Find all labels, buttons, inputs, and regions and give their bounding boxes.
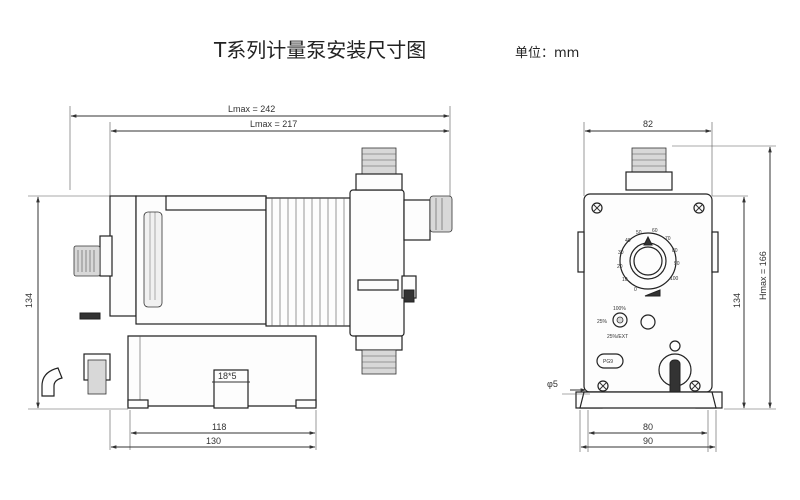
dial-label-10: 10 bbox=[622, 277, 628, 283]
dim-label-height-134-front: 134 bbox=[732, 293, 742, 308]
dim-label-slot: 18*5 bbox=[218, 371, 237, 381]
switch-label-bottom: 25%/EXT bbox=[607, 334, 628, 340]
indicator-light bbox=[640, 314, 656, 330]
screw-icons bbox=[591, 202, 705, 392]
switch-label-left: 25% bbox=[597, 319, 608, 325]
motor-fins bbox=[149, 212, 156, 300]
dial-label-30: 30 bbox=[618, 250, 624, 256]
dial-label-70: 70 bbox=[665, 236, 671, 242]
unit-label: 单位：mm bbox=[515, 46, 579, 61]
stroke-dial: 0 10 20 30 40 50 60 70 80 90 100 bbox=[617, 228, 680, 293]
dial-label-90: 90 bbox=[674, 261, 680, 267]
dial-label-80: 80 bbox=[672, 248, 678, 254]
dim-label-hmax: Hmax = 166 bbox=[758, 251, 768, 300]
cable-gland-label: PG9 bbox=[603, 359, 613, 365]
dial-label-50: 50 bbox=[636, 230, 642, 236]
dial-label-60: 60 bbox=[652, 228, 658, 234]
dim-label-hole: φ5 bbox=[547, 379, 558, 389]
front-view: 82 0 10 20 30 40 50 60 bbox=[547, 119, 776, 452]
cooling-fins bbox=[265, 197, 353, 327]
dial-label-20: 20 bbox=[617, 264, 623, 270]
dim-label-height-134-side: 134 bbox=[24, 293, 34, 308]
dim-label-base-118: 118 bbox=[212, 422, 226, 432]
side-view: Lmax = 242 Lmax = 217 134 bbox=[24, 104, 453, 450]
mode-switch: 100% 25% 25%/EXT bbox=[597, 306, 628, 340]
dial-label-0: 0 bbox=[634, 287, 637, 293]
wedge-icon bbox=[644, 289, 661, 297]
drawing-title: T系列计量泵安装尺寸图 bbox=[213, 38, 426, 62]
dial-label-40: 40 bbox=[625, 238, 631, 244]
switch-label-top: 100% bbox=[613, 306, 626, 312]
dim-label-width-82: 82 bbox=[643, 119, 653, 129]
dim-label-base-130: 130 bbox=[206, 436, 221, 446]
dial-label-100: 100 bbox=[670, 276, 679, 282]
dim-label-base-80: 80 bbox=[643, 422, 653, 432]
dim-label-lmax-242: Lmax = 242 bbox=[228, 104, 275, 114]
dim-label-lmax-217: Lmax = 217 bbox=[250, 119, 297, 129]
dim-label-base-90: 90 bbox=[643, 436, 653, 446]
